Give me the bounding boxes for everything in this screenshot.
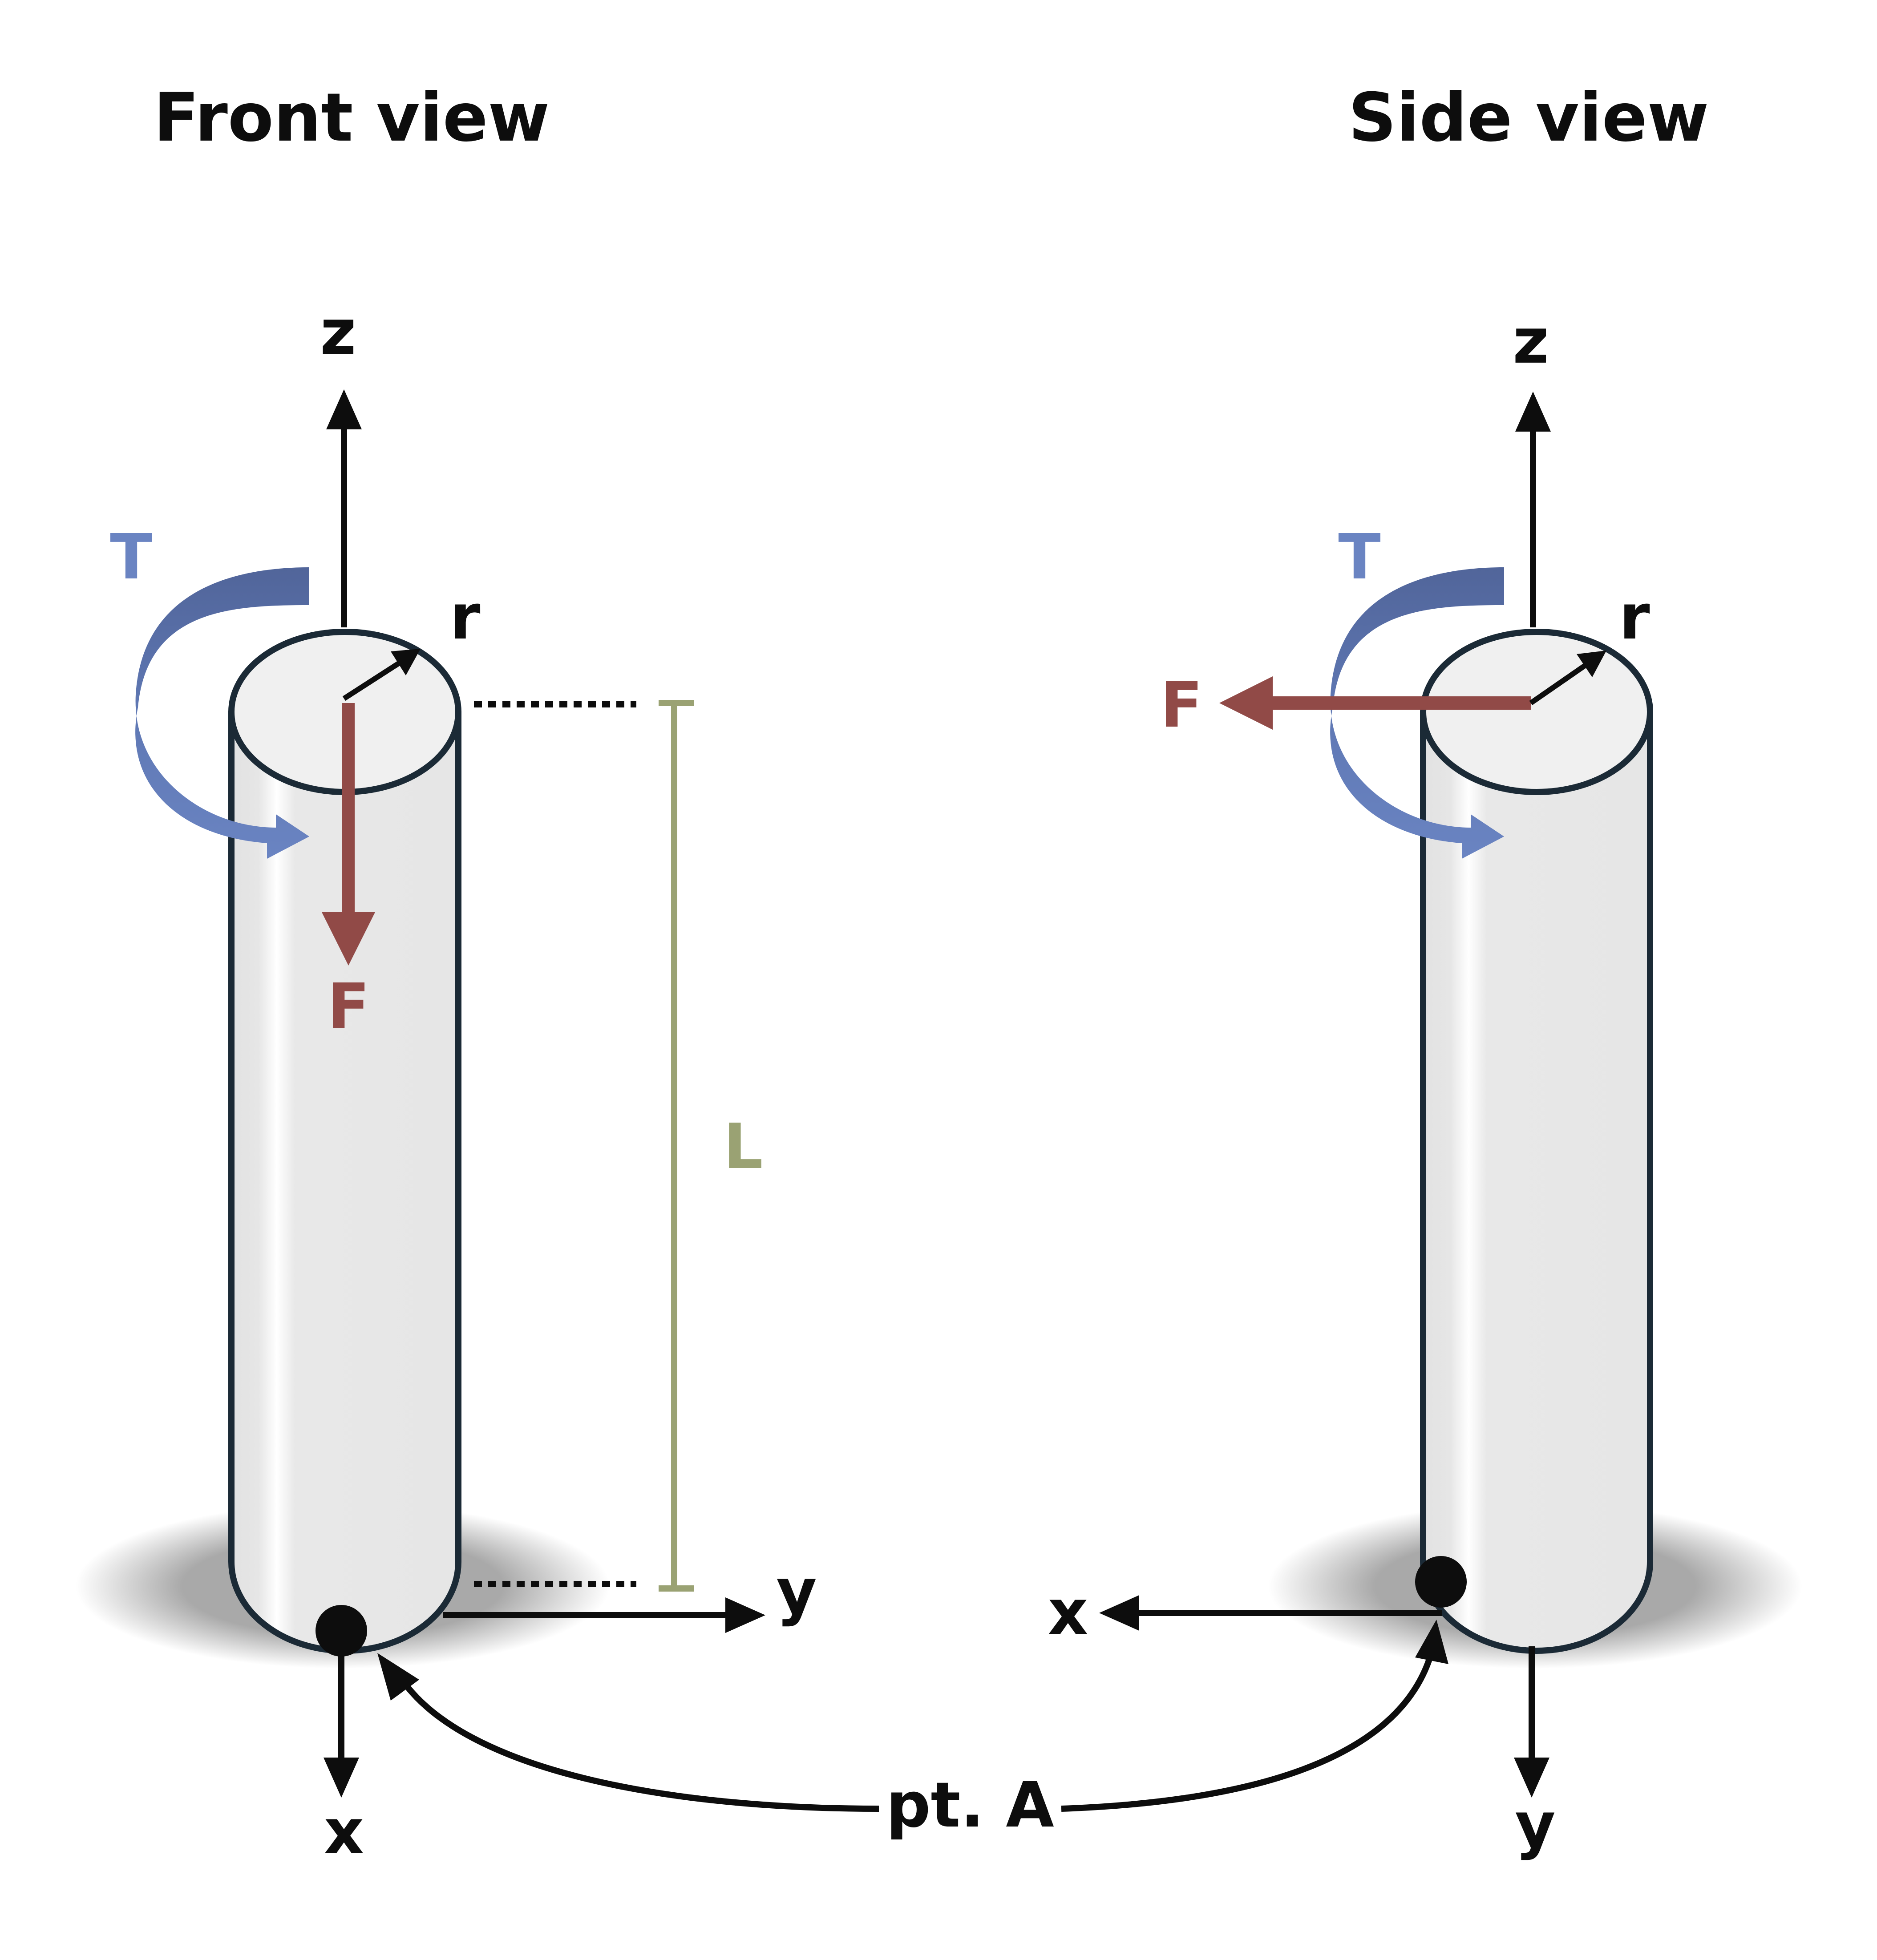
front-force-arrowhead bbox=[322, 912, 375, 966]
pointer-curve-right bbox=[1061, 1654, 1434, 1812]
front-x-label: x bbox=[324, 1796, 364, 1868]
length-dimension bbox=[659, 700, 694, 1592]
front-radius-label: r bbox=[449, 581, 480, 654]
front-radius-line bbox=[342, 658, 405, 701]
pointer-arrowhead-right bbox=[1415, 1620, 1448, 1664]
front-torque-label: T bbox=[110, 521, 153, 594]
front-z-label: z bbox=[320, 296, 356, 369]
side-cylinder-top bbox=[1420, 629, 1653, 795]
side-point-a-marker bbox=[1415, 1556, 1467, 1608]
front-force-label: F bbox=[327, 970, 370, 1043]
pointer-curve-left bbox=[398, 1676, 879, 1812]
front-view bbox=[76, 389, 765, 1798]
front-y-arrowhead bbox=[725, 1597, 765, 1633]
length-label: L bbox=[723, 1111, 763, 1183]
front-view-title: Front view bbox=[154, 79, 550, 157]
side-force-shaft bbox=[1268, 696, 1531, 710]
front-y-label: y bbox=[776, 1556, 817, 1628]
pointer-arrowhead-left bbox=[377, 1653, 419, 1701]
side-x-label: x bbox=[1048, 1576, 1088, 1649]
point-a-label: pt. A bbox=[886, 1769, 1054, 1842]
side-force-arrowhead bbox=[1219, 676, 1273, 730]
side-torque-label: T bbox=[1338, 521, 1381, 594]
side-z-arrowhead bbox=[1515, 392, 1551, 432]
side-radius-label: r bbox=[1619, 581, 1650, 654]
front-x-arrowhead bbox=[324, 1758, 359, 1798]
front-force-shaft bbox=[342, 703, 355, 917]
side-y-arrowhead bbox=[1514, 1758, 1549, 1798]
side-y-label: y bbox=[1515, 1789, 1555, 1862]
side-cylinder-body bbox=[1420, 709, 1653, 1654]
side-radius-line bbox=[1529, 661, 1590, 705]
side-z-label: z bbox=[1513, 305, 1549, 378]
side-view-title: Side view bbox=[1348, 79, 1709, 157]
side-torque-arrow bbox=[1330, 567, 1504, 859]
side-force-label: F bbox=[1160, 669, 1203, 742]
side-view bbox=[1099, 392, 1802, 1798]
side-x-arrowhead bbox=[1099, 1595, 1139, 1631]
front-z-arrowhead bbox=[326, 389, 362, 429]
front-radius-arrowhead bbox=[391, 649, 421, 675]
front-torque-arrow bbox=[135, 567, 309, 859]
side-radius-arrowhead bbox=[1577, 651, 1606, 677]
front-point-a-marker bbox=[316, 1605, 367, 1657]
